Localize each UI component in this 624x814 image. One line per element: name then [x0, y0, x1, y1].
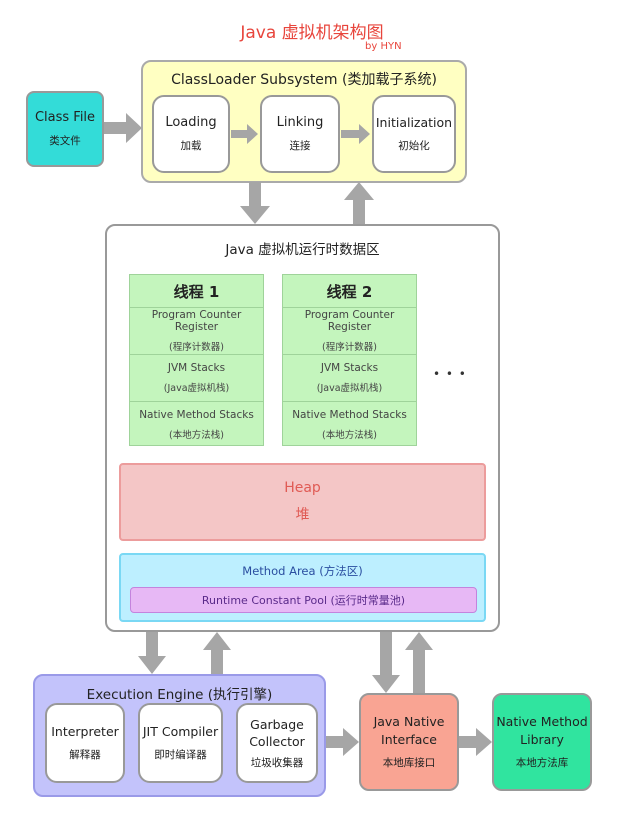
- class-file-label: Class File: [34, 110, 96, 125]
- jni-label-1: Java Native: [373, 714, 445, 729]
- thread-1-native-label: Native Method Stacks: [139, 409, 254, 421]
- jit-compiler-sub: 即时编译器: [154, 749, 207, 761]
- thread-1-pc: Program Counter Register (程序计数器): [130, 307, 263, 354]
- initialization-sub: 初始化: [398, 140, 430, 152]
- garbage-collector-label-2: Collector: [249, 733, 305, 749]
- thread-1: 线程 1 Program Counter Register (程序计数器) JV…: [129, 274, 264, 446]
- thread-1-pc-label: Program Counter Register: [151, 309, 242, 333]
- thread-2-native-stacks: Native Method Stacks (本地方法栈): [283, 401, 416, 448]
- arrow-jni-to-native-library: [459, 728, 492, 756]
- thread-2: 线程 2 Program Counter Register (程序计数器) JV…: [282, 274, 417, 446]
- thread-1-pc-sub: (程序计数器): [169, 342, 224, 353]
- arrow-runtime-down-to-jni: [372, 632, 400, 693]
- thread-2-jvm-stacks: JVM Stacks (Java虚拟机栈): [283, 354, 416, 401]
- thread-1-jvm-sub: (Java虚拟机栈): [163, 383, 230, 394]
- linking-box: Linking 连接: [260, 95, 340, 173]
- linking-sub: 连接: [289, 140, 311, 152]
- arrow-jni-up-to-runtime: [405, 632, 433, 693]
- arrow-loading-to-linking: [231, 124, 258, 144]
- diagram-title: Java 虚拟机架构图: [240, 23, 384, 43]
- thread-2-title: 线程 2: [326, 282, 373, 301]
- heap-sub: 堆: [295, 507, 310, 523]
- arrow-classloader-down: [240, 182, 270, 224]
- runtime-constant-pool: Runtime Constant Pool (运行时常量池): [130, 587, 477, 613]
- thread-2-pc: Program Counter Register (程序计数器): [283, 307, 416, 354]
- native-library-box: Native Method Library 本地方法库: [492, 693, 592, 791]
- thread-2-native-label: Native Method Stacks: [292, 409, 407, 421]
- author-label: by HYN: [365, 41, 402, 52]
- linking-label: Linking: [276, 115, 324, 130]
- jit-compiler-box: JIT Compiler 即时编译器: [138, 703, 223, 783]
- interpreter-sub: 解释器: [69, 749, 101, 761]
- jni-box: Java Native Interface 本地库接口: [359, 693, 459, 791]
- arrow-execution-to-jni: [326, 728, 359, 756]
- thread-2-jvm-sub: (Java虚拟机栈): [316, 383, 383, 394]
- interpreter-label: Interpreter: [51, 724, 119, 739]
- initialization-box: Initialization 初始化: [372, 95, 456, 173]
- thread-2-jvm-label: JVM Stacks: [320, 362, 379, 374]
- class-file-box: Class File 类文件: [26, 91, 104, 167]
- arrow-runtime-up-to-classloader: [344, 182, 374, 224]
- heap-label: Heap: [284, 480, 321, 496]
- thread-1-title: 线程 1: [173, 282, 220, 301]
- arrow-linking-to-initialization: [341, 124, 370, 144]
- jni-sub: 本地库接口: [382, 757, 436, 769]
- more-threads-ellipsis: • • •: [433, 367, 467, 381]
- jit-compiler-label: JIT Compiler: [142, 724, 219, 739]
- thread-2-native-sub: (本地方法栈): [322, 430, 377, 441]
- garbage-collector-box: Garbage Collector 垃圾收集器: [236, 703, 318, 783]
- runtime-constant-pool-label: Runtime Constant Pool (运行时常量池): [201, 594, 406, 607]
- interpreter-box: Interpreter 解释器: [45, 703, 125, 783]
- heap-box: Heap 堆: [119, 463, 486, 541]
- classloader-title: ClassLoader Subsystem (类加载子系统): [171, 72, 437, 88]
- garbage-collector-label-1: Garbage: [250, 716, 304, 732]
- arrow-runtime-down-to-execution: [138, 632, 166, 674]
- native-library-label-1: Native Method: [496, 714, 588, 729]
- loading-sub: 加载: [180, 140, 202, 152]
- initialization-label: Initialization: [375, 115, 453, 130]
- thread-1-jvm-label: JVM Stacks: [167, 362, 226, 374]
- thread-1-native-sub: (本地方法栈): [169, 430, 224, 441]
- thread-1-jvm-stacks: JVM Stacks (Java虚拟机栈): [130, 354, 263, 401]
- method-area-label: Method Area (方法区): [242, 564, 363, 578]
- thread-1-native-stacks: Native Method Stacks (本地方法栈): [130, 401, 263, 448]
- thread-2-pc-sub: (程序计数器): [322, 342, 377, 353]
- native-library-label-2: Library: [520, 732, 564, 747]
- native-library-sub: 本地方法库: [515, 757, 569, 769]
- class-file-sub: 类文件: [49, 135, 81, 147]
- jni-label-2: Interface: [381, 732, 437, 747]
- arrow-classfile-to-classloader: [104, 113, 142, 143]
- garbage-collector-sub: 垃圾收集器: [250, 756, 304, 769]
- execution-engine-title: Execution Engine (执行引擎): [86, 687, 273, 703]
- runtime-title: Java 虚拟机运行时数据区: [225, 242, 380, 258]
- loading-label: Loading: [165, 115, 217, 130]
- thread-2-pc-label: Program Counter Register: [304, 309, 395, 333]
- loading-box: Loading 加载: [152, 95, 230, 173]
- arrow-execution-up-to-runtime: [203, 632, 231, 674]
